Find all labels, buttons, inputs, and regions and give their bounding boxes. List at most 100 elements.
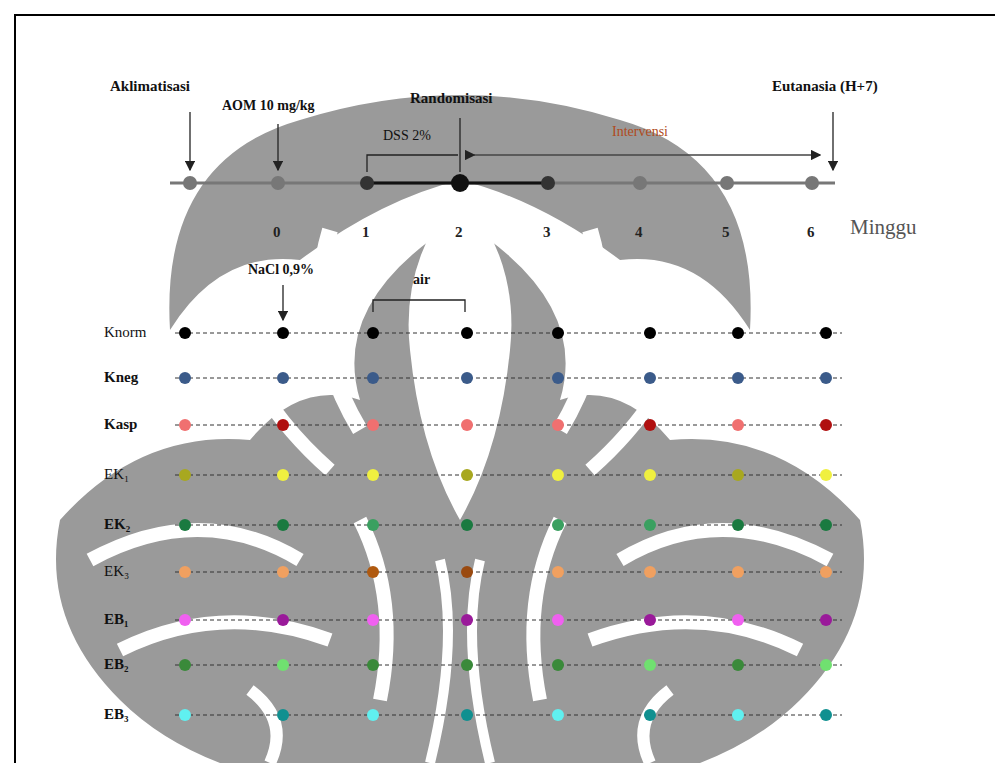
time-dot bbox=[552, 566, 564, 578]
time-dot bbox=[820, 469, 832, 481]
phase-label: DSS 2% bbox=[383, 128, 431, 143]
time-dot bbox=[732, 519, 744, 531]
time-dot bbox=[367, 469, 379, 481]
group-label: EB₃ bbox=[104, 706, 129, 723]
time-dot bbox=[179, 519, 191, 531]
time-dot bbox=[644, 566, 656, 578]
time-dot bbox=[552, 659, 564, 671]
time-dot bbox=[552, 327, 564, 339]
time-dot bbox=[644, 614, 656, 626]
time-dot bbox=[552, 372, 564, 384]
week-number: 2 bbox=[455, 224, 463, 241]
time-dot bbox=[461, 659, 473, 671]
time-dot bbox=[820, 566, 832, 578]
time-dot bbox=[552, 614, 564, 626]
time-dot bbox=[179, 659, 191, 671]
time-dot bbox=[644, 519, 656, 531]
time-dot bbox=[367, 519, 379, 531]
time-dot bbox=[367, 659, 379, 671]
time-dot bbox=[820, 519, 832, 531]
time-dot bbox=[461, 614, 473, 626]
time-dot bbox=[367, 709, 379, 721]
group-label: EB₂ bbox=[104, 656, 129, 673]
time-dot bbox=[179, 327, 191, 339]
watermark bbox=[56, 95, 864, 763]
time-dot bbox=[179, 469, 191, 481]
time-dot bbox=[461, 372, 473, 384]
time-dot bbox=[732, 372, 744, 384]
group-label: EK₁ bbox=[104, 466, 129, 483]
time-dot bbox=[277, 327, 289, 339]
time-dot bbox=[367, 327, 379, 339]
time-dot bbox=[461, 419, 473, 431]
time-dot bbox=[820, 372, 832, 384]
phase-label: Intervensi bbox=[612, 124, 668, 139]
week-number: 3 bbox=[543, 224, 551, 241]
time-dot bbox=[552, 519, 564, 531]
time-dot bbox=[732, 419, 744, 431]
time-dot bbox=[179, 614, 191, 626]
group-label: Knorm bbox=[104, 324, 147, 341]
time-dot bbox=[179, 372, 191, 384]
week-number: 6 bbox=[807, 224, 815, 241]
time-dot bbox=[552, 709, 564, 721]
time-dot bbox=[367, 566, 379, 578]
time-dot bbox=[644, 419, 656, 431]
time-dot bbox=[277, 469, 289, 481]
time-dot bbox=[277, 419, 289, 431]
time-dot bbox=[644, 372, 656, 384]
group-label: EK₂ bbox=[104, 516, 130, 533]
treatment-label: NaCl 0,9% bbox=[248, 262, 314, 277]
time-dot bbox=[732, 469, 744, 481]
time-dot bbox=[820, 327, 832, 339]
group-rows bbox=[175, 327, 842, 721]
time-dot bbox=[277, 709, 289, 721]
time-dot bbox=[367, 372, 379, 384]
time-dot bbox=[644, 469, 656, 481]
step-label: Randomisasi bbox=[410, 90, 493, 107]
time-dot bbox=[820, 659, 832, 671]
treatment-label: air bbox=[413, 272, 430, 287]
time-dot bbox=[732, 614, 744, 626]
time-dot bbox=[277, 614, 289, 626]
pointer-arrows bbox=[190, 112, 833, 320]
time-dot bbox=[820, 419, 832, 431]
title-label: Aklimatisasi bbox=[110, 78, 190, 95]
time-dot bbox=[367, 419, 379, 431]
time-dot bbox=[820, 709, 832, 721]
time-dot bbox=[367, 614, 379, 626]
time-dot bbox=[552, 469, 564, 481]
group-label: EK₃ bbox=[104, 563, 129, 580]
time-dot bbox=[461, 519, 473, 531]
axis-label: Minggu bbox=[850, 216, 917, 239]
time-dot bbox=[732, 327, 744, 339]
step-label: AOM 10 mg/kg bbox=[222, 98, 315, 113]
group-label: Kneg bbox=[104, 369, 138, 386]
time-dot bbox=[461, 709, 473, 721]
time-dot bbox=[644, 659, 656, 671]
week-number: 4 bbox=[635, 224, 643, 241]
time-dot bbox=[277, 659, 289, 671]
group-label: EB₁ bbox=[104, 611, 129, 628]
group-label: Kasp bbox=[104, 416, 137, 433]
time-dot bbox=[461, 327, 473, 339]
time-dot bbox=[732, 659, 744, 671]
step-label: Eutanasia (H+7) bbox=[772, 78, 878, 95]
time-dot bbox=[277, 519, 289, 531]
time-dot bbox=[461, 566, 473, 578]
timeline bbox=[170, 174, 835, 192]
frame bbox=[15, 15, 995, 763]
time-dot bbox=[552, 419, 564, 431]
time-dot bbox=[461, 469, 473, 481]
time-dot bbox=[820, 614, 832, 626]
week-number: 0 bbox=[273, 224, 281, 241]
time-dot bbox=[277, 372, 289, 384]
time-dot bbox=[179, 709, 191, 721]
time-dot bbox=[732, 566, 744, 578]
week-number: 1 bbox=[362, 224, 370, 241]
time-dot bbox=[179, 566, 191, 578]
time-dot bbox=[732, 709, 744, 721]
time-dot bbox=[277, 566, 289, 578]
time-dot bbox=[179, 419, 191, 431]
